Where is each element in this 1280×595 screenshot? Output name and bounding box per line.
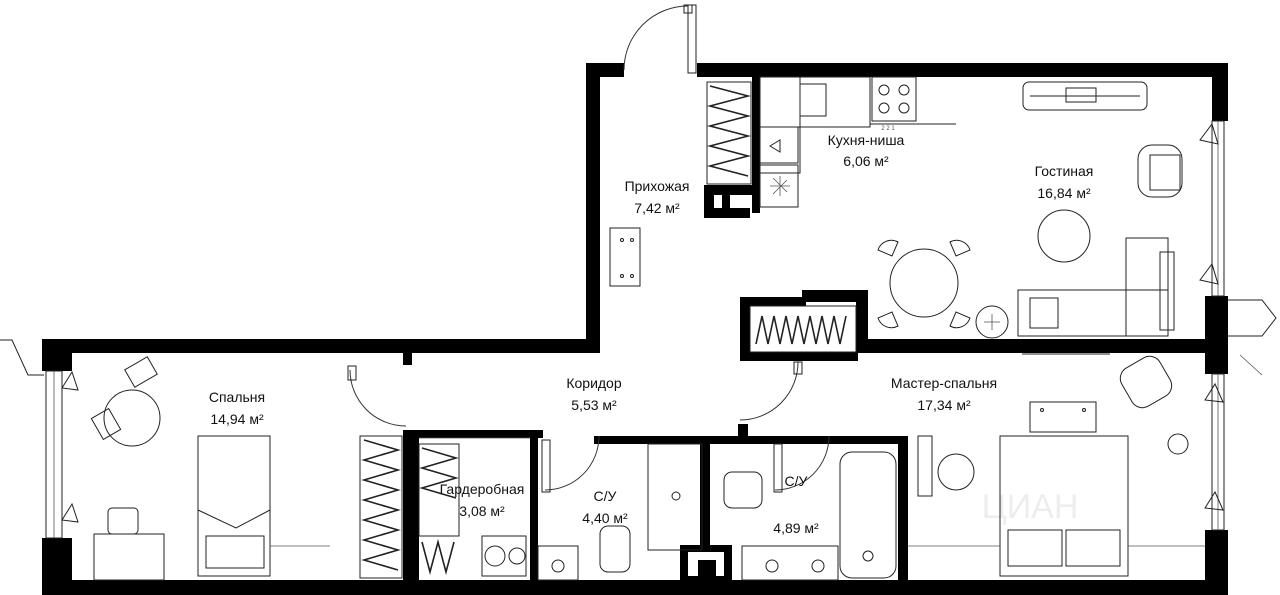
label-bath2-area: 4,89 м² — [773, 520, 819, 536]
label-wardrobe-area: 3,08 м² — [459, 503, 505, 519]
label-wardrobe-name: Гардеробная — [440, 481, 525, 497]
doors — [347, 4, 830, 493]
interior-walls — [403, 77, 1212, 580]
label-master-name: Мастер-спальня — [891, 375, 997, 391]
master-furniture — [908, 355, 1205, 577]
bedroom-furniture — [90, 356, 330, 581]
label-living-area: 16,84 м² — [1037, 185, 1091, 201]
walkin-wardrobe — [418, 437, 530, 577]
label-kitchen-name: Кухня-ниша — [828, 132, 905, 148]
exterior-walls — [42, 63, 1228, 595]
bath1-fixtures — [537, 443, 703, 581]
label-bedroom-area: 14,94 м² — [210, 411, 264, 427]
shoe-bench — [609, 227, 641, 287]
bedroom-closet — [359, 435, 403, 579]
label-bath1-area: 4,40 м² — [582, 510, 628, 526]
watermark-logo: ЦИАН — [982, 488, 1079, 526]
svg-text:2 2 1: 2 2 1 — [881, 126, 895, 132]
coffee-table — [1037, 209, 1091, 263]
label-corridor-area: 5,53 м² — [571, 397, 617, 413]
bath2-fixtures — [723, 451, 897, 581]
kitchen-unit: 2 2 1 — [759, 76, 956, 208]
label-hallway-area: 7,42 м² — [634, 200, 680, 216]
sofa — [1017, 237, 1175, 337]
niche-wardrobe — [749, 305, 857, 353]
label-bedroom-name: Спальня — [209, 389, 265, 405]
dining-set — [877, 239, 971, 329]
tv-unit — [1022, 81, 1148, 111]
side-table — [975, 305, 1009, 339]
furniture: 2 2 1 — [90, 76, 1205, 581]
room-labels: Прихожая 7,42 м² Кухня-ниша 6,06 м² Гост… — [209, 132, 1094, 536]
label-master-area: 17,34 м² — [917, 397, 971, 413]
label-living-name: Гостиная — [1035, 163, 1094, 179]
hallway-wardrobe — [706, 81, 752, 185]
label-hallway-name: Прихожая — [625, 178, 690, 194]
windows — [0, 120, 1277, 539]
label-bath2-name: С/У — [785, 473, 808, 489]
living-armchair — [1137, 144, 1183, 198]
label-bath1-name: С/У — [594, 488, 617, 504]
label-corridor-name: Коридор — [566, 375, 622, 391]
label-kitchen-area: 6,06 м² — [843, 153, 889, 169]
